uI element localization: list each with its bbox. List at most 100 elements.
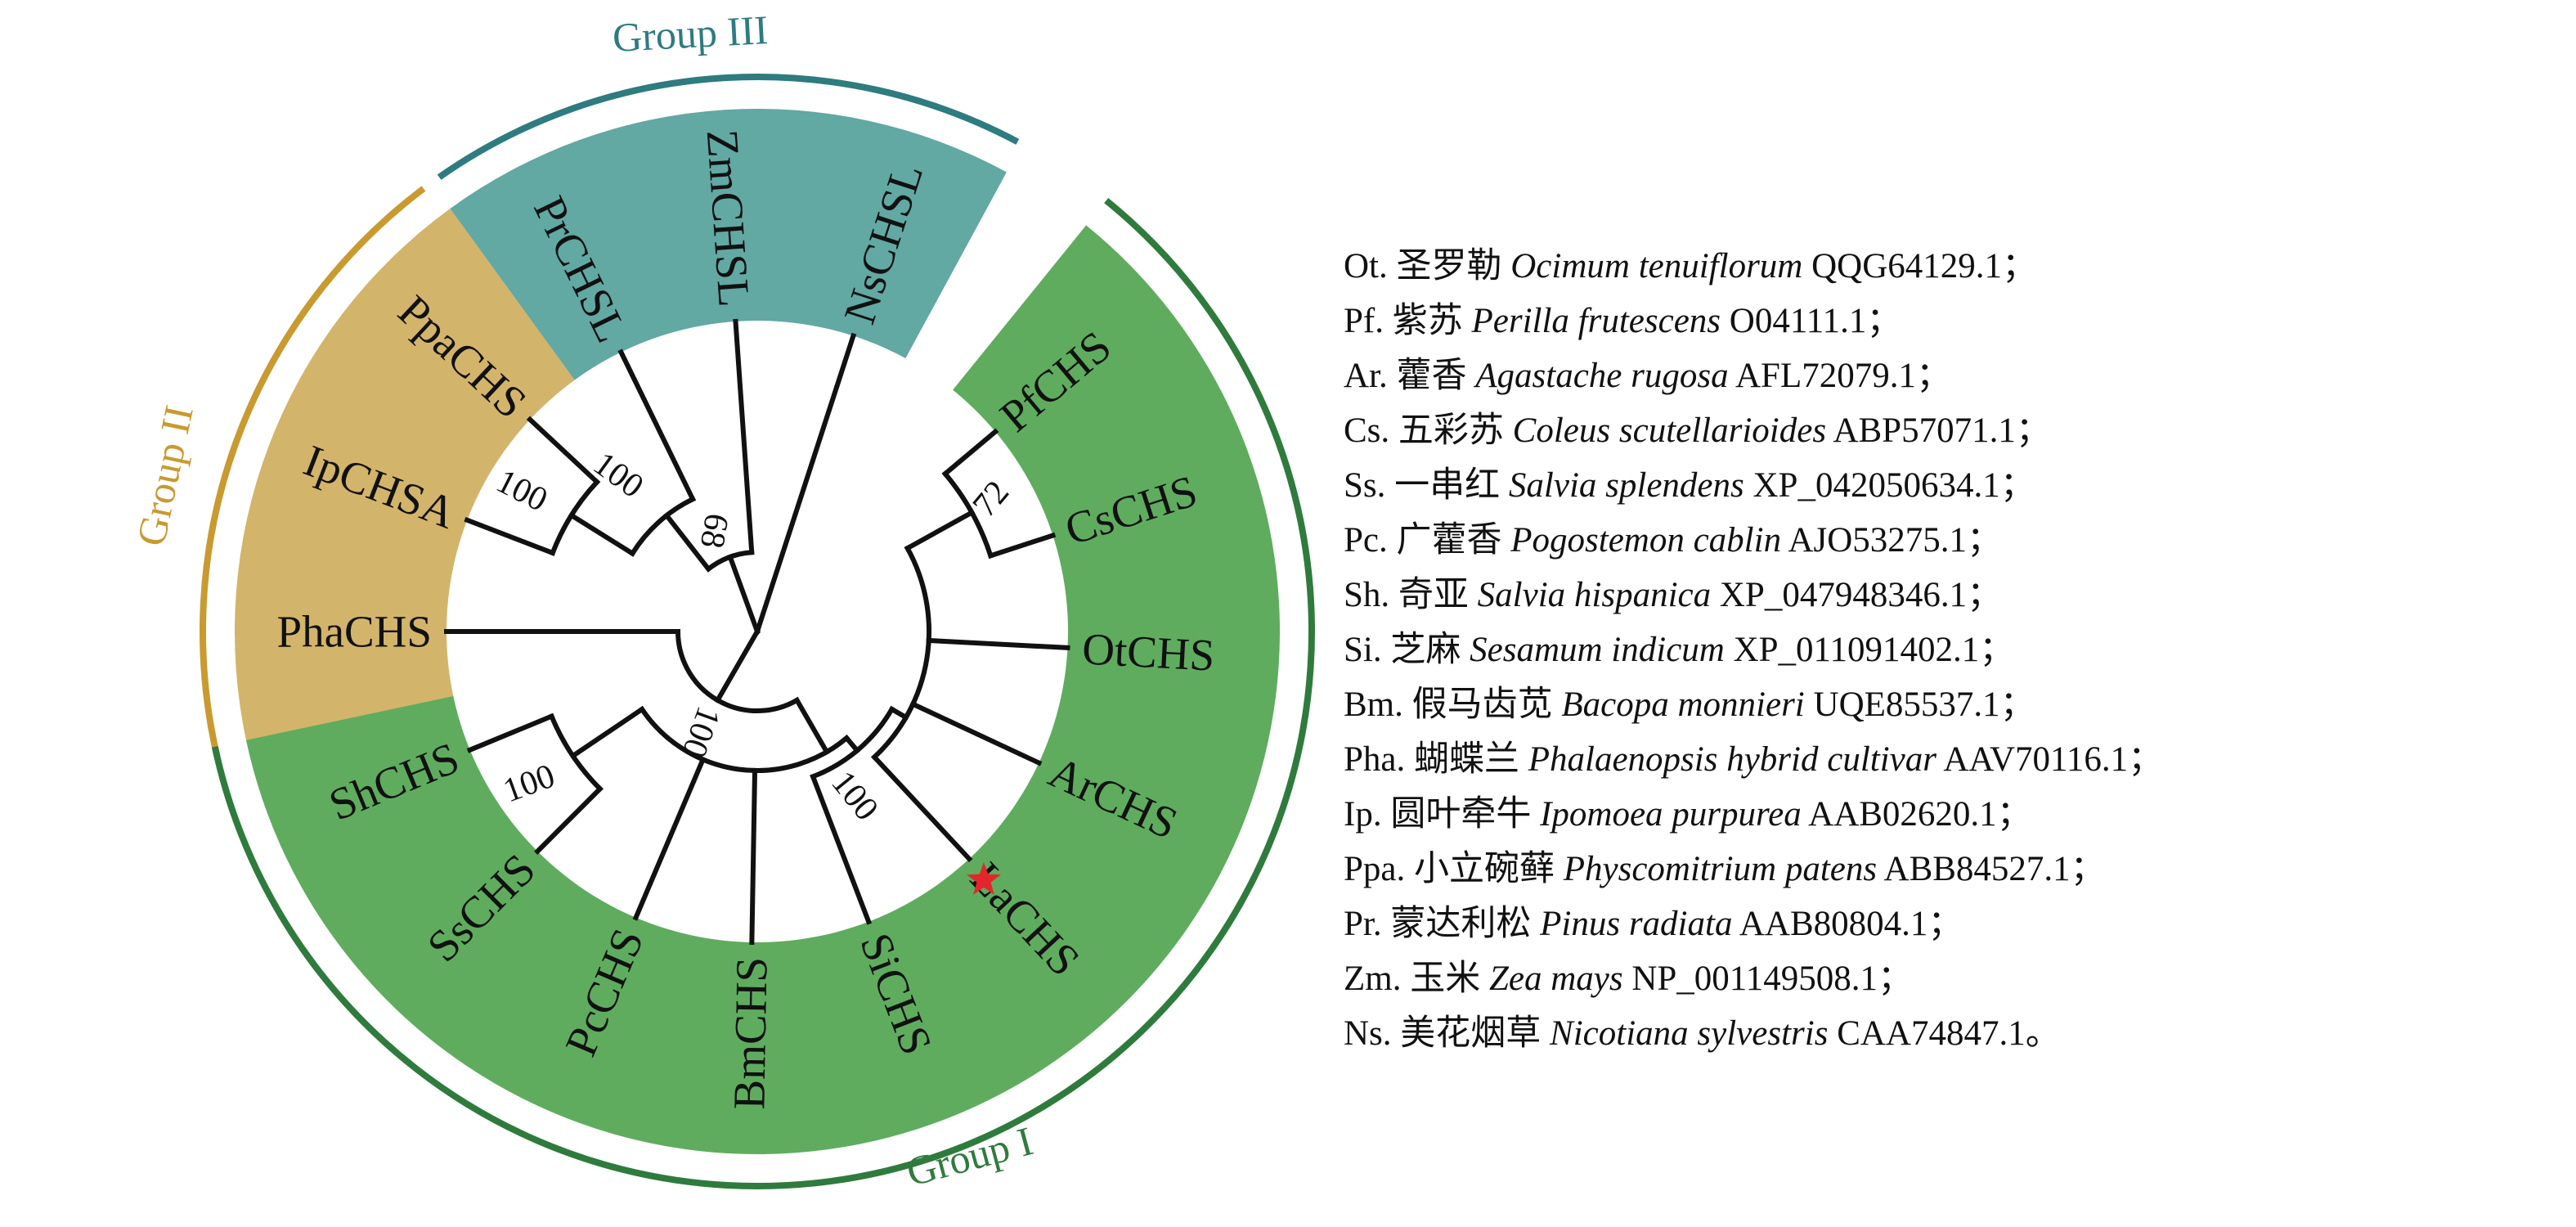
highlight-star-icon bbox=[967, 862, 1001, 895]
legend-latin: Sesamum indicum bbox=[1470, 631, 1725, 669]
bootstrap-value: 100 bbox=[490, 462, 553, 519]
legend-row: Ot. 圣罗勒 Ocimum tenuiflorum QQG64129.1； bbox=[1344, 239, 2163, 294]
legend-abbr: Pha. bbox=[1344, 740, 1406, 779]
branch-line bbox=[888, 705, 909, 721]
legend-acc: CAA74847.1。 bbox=[1837, 1014, 2061, 1053]
branch-line bbox=[569, 705, 646, 760]
legend-acc: O04111.1； bbox=[1729, 302, 1902, 340]
group-arcs bbox=[200, 74, 1315, 1189]
legend-latin: Pogostemon cablin bbox=[1510, 521, 1782, 560]
legend-row: Pf. 紫苏 Perilla frutescens O04111.1； bbox=[1344, 294, 2163, 348]
legend-row: Ar. 藿香 Agastache rugosa AFL72079.1； bbox=[1344, 348, 2163, 403]
legend-row: Pc. 广藿香 Pogostemon cablin AJO53275.1； bbox=[1344, 513, 2163, 568]
tree-branches bbox=[444, 318, 1070, 945]
branch-line bbox=[534, 785, 604, 855]
branch-line bbox=[464, 516, 556, 556]
branch-line bbox=[662, 511, 712, 573]
branch-line bbox=[733, 318, 755, 555]
legend-latin: Ocimum tenuiflorum bbox=[1510, 247, 1803, 285]
legend-acc: ABB84527.1； bbox=[1883, 850, 2106, 888]
branch-line bbox=[904, 509, 976, 552]
root-branch-line bbox=[754, 332, 857, 635]
branch-line bbox=[793, 696, 831, 756]
branch-line bbox=[632, 756, 707, 921]
branch-line bbox=[987, 532, 1057, 560]
branch-line bbox=[466, 712, 555, 753]
legend-cn: 美花烟草 bbox=[1400, 1014, 1542, 1053]
legend-latin: Perilla frutescens bbox=[1471, 302, 1721, 340]
legend-row: Ppa. 小立碗藓 Physcomitrium patens ABB84527.… bbox=[1344, 842, 2163, 897]
legend-cn: 藿香 bbox=[1396, 357, 1467, 395]
legend-abbr: Ar. bbox=[1344, 357, 1388, 395]
group-i-label: Group I bbox=[902, 1117, 1038, 1195]
legend-abbr: Ot. bbox=[1344, 247, 1388, 285]
branch-arc bbox=[638, 705, 850, 773]
legend-abbr: Bm. bbox=[1344, 685, 1403, 724]
root-branch-line bbox=[726, 554, 761, 635]
legend-cn: 紫苏 bbox=[1392, 302, 1463, 340]
leaf-label: ZmCHSL bbox=[698, 128, 760, 308]
branch-arc bbox=[629, 496, 697, 557]
legend-acc: XP_011091402.1； bbox=[1733, 631, 2015, 669]
group-iii-arc bbox=[437, 74, 1020, 180]
legend-latin: Salvia splendens bbox=[1508, 466, 1744, 505]
branch-line bbox=[810, 773, 873, 925]
legend-abbr: Ns. bbox=[1344, 1014, 1392, 1053]
legend-cn: 蝴蝶兰 bbox=[1414, 740, 1519, 779]
leaf-label: BmCHS bbox=[724, 956, 776, 1110]
legend-latin: Physcomitrium patens bbox=[1563, 850, 1878, 888]
legend-row: Cs. 五彩苏 Coleus scutellarioides ABP57071.… bbox=[1344, 403, 2163, 458]
branch-line bbox=[617, 348, 697, 503]
legend-abbr: Ss. bbox=[1344, 466, 1386, 505]
group-ii-label: Group II bbox=[128, 402, 202, 550]
group-ii-sector bbox=[235, 209, 575, 744]
legend-abbr: Pr. bbox=[1344, 905, 1382, 943]
legend-row: Pha. 蝴蝶兰 Phalaenopsis hybrid cultivar AA… bbox=[1344, 732, 2163, 787]
legend-acc: ABP57071.1； bbox=[1833, 411, 2051, 450]
legend-latin: Pinus radiata bbox=[1540, 905, 1733, 943]
legend-abbr: Zm. bbox=[1344, 960, 1402, 998]
legend-cn: 圆叶牵牛 bbox=[1390, 795, 1532, 834]
branch-line bbox=[843, 735, 861, 754]
legend-cn: 小立碗藓 bbox=[1414, 850, 1555, 888]
legend-acc: AAB80804.1； bbox=[1739, 905, 1963, 943]
branch-line bbox=[568, 511, 636, 557]
bootstrap-value: 100 bbox=[499, 757, 560, 811]
branch-line bbox=[941, 428, 999, 478]
root-branch-line bbox=[714, 627, 761, 704]
legend-abbr: Pc. bbox=[1344, 521, 1388, 560]
legend-row: Zm. 玉米 Zea mays NP_001149508.1； bbox=[1344, 951, 2163, 1006]
branch-line bbox=[749, 767, 758, 945]
legend-latin: Zea mays bbox=[1488, 960, 1623, 998]
legend-abbr: Ppa. bbox=[1344, 850, 1406, 888]
legend-latin: Agastache rugosa bbox=[1475, 357, 1729, 395]
bootstrap-value: 100 bbox=[824, 764, 885, 828]
legend-row: Si. 芝麻 Sesamum indicum XP_011091402.1； bbox=[1344, 622, 2163, 677]
branch-line bbox=[870, 753, 973, 863]
group-ii-arc bbox=[200, 186, 426, 757]
bootstrap-value: 100 bbox=[586, 445, 650, 506]
legend-abbr: Ip. bbox=[1344, 795, 1382, 834]
legend-cn: 圣罗勒 bbox=[1396, 247, 1502, 285]
legend-row: Sh. 奇亚 Salvia hispanica XP_047948346.1； bbox=[1344, 568, 2163, 622]
group-i-arc bbox=[211, 197, 1315, 1189]
legend-acc: QQG64129.1； bbox=[1811, 247, 2038, 285]
legend-acc: UQE85537.1； bbox=[1813, 685, 2035, 724]
legend-cn: 一串红 bbox=[1394, 466, 1501, 505]
leaf-label: OtCHS bbox=[1081, 623, 1216, 680]
legend-row: Pr. 蒙达利松 Pinus radiata AAB80804.1； bbox=[1344, 897, 2163, 951]
legend-latin: Phalaenopsis hybrid cultivar bbox=[1528, 740, 1936, 779]
branch-line bbox=[526, 416, 601, 486]
group-i-sector bbox=[245, 225, 1281, 1154]
legend-row: Ip. 圆叶牵牛 Ipomoea purpurea AAB02620.1； bbox=[1344, 787, 2163, 842]
legend-abbr: Sh. bbox=[1344, 576, 1390, 614]
branch-line bbox=[926, 637, 1070, 651]
legend-cn: 玉米 bbox=[1410, 960, 1481, 998]
legend-row: Ns. 美花烟草 Nicotiana sylvestris CAA74847.1… bbox=[1344, 1006, 2163, 1061]
bootstrap-value: 68 bbox=[693, 510, 736, 551]
legend-latin: Nicotiana sylvestris bbox=[1550, 1014, 1829, 1053]
group-iii-label: Group III bbox=[612, 7, 770, 61]
legend-cn: 芝麻 bbox=[1390, 631, 1461, 669]
branch-line bbox=[909, 700, 1043, 766]
